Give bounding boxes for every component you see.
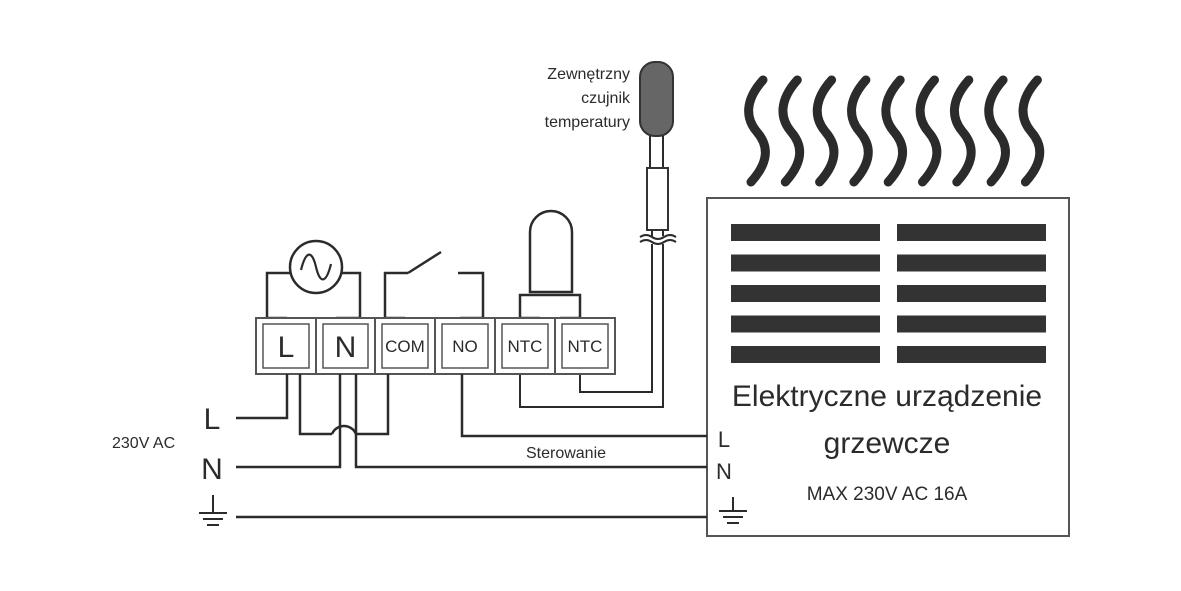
sensor-probe — [639, 61, 674, 137]
heating-bar — [897, 254, 1046, 272]
heater-title-line2: grzewcze — [824, 427, 951, 460]
terminal-label: L — [278, 331, 295, 364]
terminal-inner — [262, 323, 310, 369]
heating-element — [731, 224, 1046, 363]
temperature-sensor — [519, 61, 677, 408]
heat-wave — [950, 75, 976, 187]
terminal-block: L N COM NO NTC NTC — [255, 317, 616, 375]
sensor-label-line1: Zewnętrzny — [547, 66, 630, 83]
heating-bar — [731, 224, 880, 241]
supply-wiring — [236, 374, 707, 519]
heat-wave — [847, 75, 873, 187]
heat-wave — [881, 75, 907, 187]
heat-waves-icon — [744, 75, 1045, 187]
terminal-inner — [381, 323, 429, 369]
ntc-bulb — [518, 209, 582, 320]
sensor-cable-sleeve — [646, 167, 669, 231]
heat-wave — [744, 75, 770, 187]
heat-wave — [984, 75, 1010, 187]
control-label: Sterowanie — [526, 445, 606, 462]
heating-bar — [731, 315, 880, 333]
terminal-label: NTC — [568, 337, 603, 356]
sensor-label-line2: czujnik — [581, 90, 631, 107]
heater-box — [706, 197, 1070, 537]
heating-bar — [897, 346, 1046, 363]
terminal-ntc-2: NTC — [554, 317, 616, 375]
terminal-no: NO — [434, 317, 496, 375]
heater-neutral-label: N — [716, 459, 732, 484]
heater-ground-icon — [719, 497, 747, 524]
power-symbol — [265, 239, 362, 320]
heater-rating: MAX 230V AC 16A — [807, 484, 968, 505]
supply-voltage-label: 230V AC — [112, 435, 175, 452]
heat-wave — [915, 75, 942, 187]
heat-wave — [1018, 75, 1045, 187]
supply-neutral-label: N — [201, 453, 223, 486]
heating-bar — [897, 315, 1046, 333]
heating-bar — [731, 285, 880, 302]
terminal-label: NTC — [508, 337, 543, 356]
terminal-label: N — [335, 331, 357, 364]
terminal-inner — [561, 323, 609, 369]
heating-bar — [897, 285, 1046, 302]
sine-wave-icon — [299, 253, 333, 281]
heating-bar — [731, 346, 880, 363]
heating-bar — [731, 254, 880, 272]
terminal-inner — [322, 323, 369, 369]
heater-line-label: L — [718, 427, 730, 452]
terminal-inner — [501, 323, 549, 369]
terminal-com: COM — [374, 317, 436, 375]
heater-title-line1: Elektryczne urządzenie — [732, 380, 1042, 413]
heating-bar — [897, 224, 1046, 241]
terminal-inner — [441, 323, 489, 369]
terminal-l: L — [255, 317, 317, 375]
supply-ground-icon — [199, 495, 227, 526]
heat-wave — [812, 75, 839, 187]
terminal-label: COM — [385, 337, 425, 356]
terminal-n: N — [315, 317, 376, 375]
terminal-ntc: NTC — [494, 317, 556, 375]
sensor-label-line3: temperatury — [545, 114, 630, 131]
terminal-label: NO — [452, 337, 478, 356]
heat-wave — [778, 75, 805, 187]
relay-switch — [383, 250, 485, 320]
supply-line-label: L — [204, 403, 221, 436]
